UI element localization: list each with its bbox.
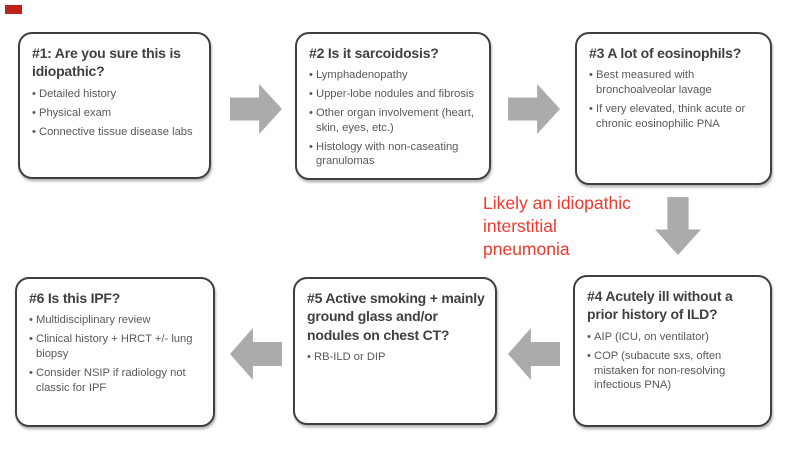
- idiopathic-pneumonia-note: Likely an idiopathic interstitial pneumo…: [483, 193, 631, 260]
- box-6-title: #6 Is this IPF?: [29, 290, 121, 306]
- flowchart-box-1: #1: Are you sure this is idiopathic? Det…: [18, 32, 211, 179]
- box-5-title: #5 Active smoking + mainly ground glass …: [307, 290, 485, 343]
- box-1-title: #1: Are you sure this is idiopathic?: [32, 45, 181, 80]
- box-6-bullets: Multidisciplinary review Clinical histor…: [29, 313, 205, 395]
- arrow-left-icon: [508, 328, 560, 380]
- bullet-item: Other organ involvement (heart, skin, ey…: [309, 106, 481, 136]
- flowchart-box-6: #6 Is this IPF? Multidisciplinary review…: [15, 277, 215, 427]
- flowchart-box-5: #5 Active smoking + mainly ground glass …: [293, 277, 497, 425]
- arrow-left-icon: [230, 328, 282, 380]
- bullet-item: If very elevated, think acute or chronic…: [589, 102, 762, 132]
- arrow-right-icon: [230, 84, 282, 134]
- red-corner-marker: [5, 5, 22, 14]
- bullet-item: RB-ILD or DIP: [307, 350, 487, 365]
- bullet-item: Consider NSIP if radiology not classic f…: [29, 366, 205, 396]
- arrow-right-icon: [508, 84, 560, 134]
- bullet-item: Clinical history + HRCT +/- lung biopsy: [29, 332, 205, 362]
- bullet-item: Best measured with bronchoalveolar lavag…: [589, 68, 762, 98]
- box-3-bullets: Best measured with bronchoalveolar lavag…: [589, 68, 762, 131]
- box-3-title: #3 A lot of eosinophils?: [589, 45, 742, 61]
- bullet-item: Physical exam: [32, 106, 201, 121]
- bullet-item: Detailed history: [32, 87, 201, 102]
- box-4-bullets: AIP (ICU, on ventilator) COP (subacute s…: [587, 330, 762, 393]
- bullet-item: Multidisciplinary review: [29, 313, 205, 328]
- bullet-item: Upper-lobe nodules and fibrosis: [309, 87, 481, 102]
- bullet-item: Lymphadenopathy: [309, 68, 481, 83]
- box-4-title: #4 Acutely ill without a prior history o…: [587, 288, 733, 323]
- bullet-item: Histology with non-caseating granulomas: [309, 140, 481, 170]
- box-2-title: #2 Is it sarcoidosis?: [309, 45, 439, 61]
- bullet-item: AIP (ICU, on ventilator): [587, 330, 762, 345]
- flowchart-box-3: #3 A lot of eosinophils? Best measured w…: [575, 32, 772, 185]
- bullet-item: Connective tissue disease labs: [32, 125, 201, 140]
- flowchart-box-2: #2 Is it sarcoidosis? Lymphadenopathy Up…: [295, 32, 491, 180]
- flowchart-box-4: #4 Acutely ill without a prior history o…: [573, 275, 772, 427]
- box-5-bullets: RB-ILD or DIP: [307, 350, 487, 365]
- bullet-item: COP (subacute sxs, often mistaken for no…: [587, 349, 762, 393]
- arrow-down-icon: [655, 197, 701, 255]
- box-1-bullets: Detailed history Physical exam Connectiv…: [32, 87, 201, 139]
- box-2-bullets: Lymphadenopathy Upper-lobe nodules and f…: [309, 68, 481, 169]
